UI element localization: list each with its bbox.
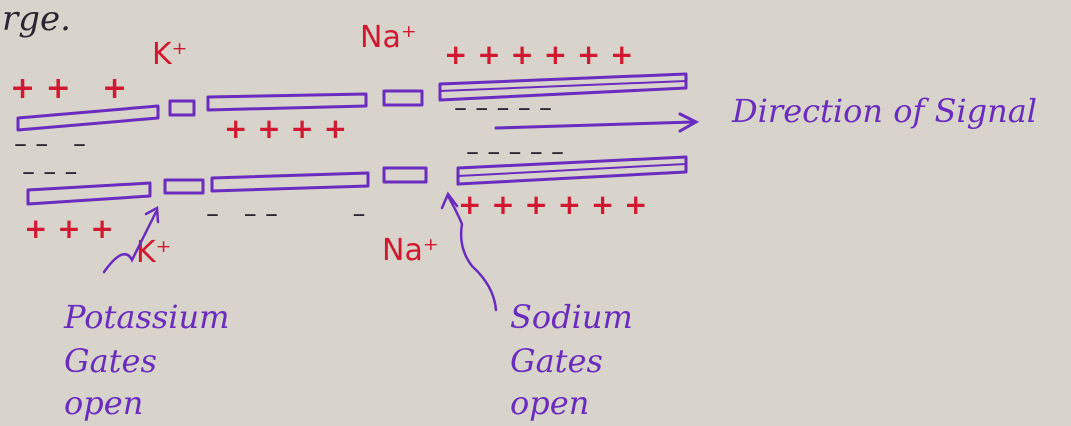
charge-bottom-left-inside: – – – <box>22 157 78 187</box>
sodium-caption-line-1: Sodium <box>510 298 633 336</box>
charge-bottom-left-outside: + + + <box>24 212 114 245</box>
charge-bottom-right-inside: – – – – – <box>466 137 564 167</box>
potassium-caption: Potassium Gates open <box>63 298 229 422</box>
potassium-caption-line-1: Potassium <box>63 298 229 336</box>
charge-bottom-right-outside: + + + + + + <box>458 188 648 221</box>
top-gate-potassium <box>168 99 196 117</box>
charge-top-right-inside: – – – – – <box>454 93 552 123</box>
ion-na-bottom: Na⁺ <box>382 233 439 268</box>
bottom-gate-sodium <box>382 166 428 184</box>
charge-top-left-outside: + + + <box>10 71 127 106</box>
heading-fragment: rge. <box>2 0 71 39</box>
sodium-caption: Sodium Gates open <box>510 298 633 422</box>
charge-bottom-mid-inside: – – – – <box>206 199 365 229</box>
top-membrane <box>16 72 688 132</box>
top-membrane-segment-3 <box>438 72 688 102</box>
potassium-pointer-arrow <box>102 205 160 274</box>
sodium-caption-line-2: Gates <box>510 342 603 380</box>
potassium-caption-line-2: Gates <box>64 342 157 380</box>
bottom-membrane-segment-2 <box>210 171 370 193</box>
sodium-caption-line-3: open <box>510 384 589 422</box>
sodium-pointer-arrow <box>440 191 498 312</box>
charge-top-left-inside: – – – <box>14 129 86 159</box>
potassium-caption-line-3: open <box>64 384 143 422</box>
bottom-membrane <box>26 155 688 206</box>
charge-top-right-outside: + + + + + + <box>444 38 634 71</box>
top-membrane-segment-1 <box>16 104 160 132</box>
bottom-membrane-segment-3 <box>456 155 688 186</box>
bottom-gate-potassium <box>163 178 205 195</box>
ion-na-top: Na⁺ <box>360 20 417 55</box>
ion-k-top: K⁺ <box>152 37 188 72</box>
direction-arrow <box>494 112 700 133</box>
top-gate-sodium <box>382 89 424 107</box>
top-membrane-segment-2 <box>206 92 368 112</box>
direction-label: Direction of Signal <box>731 92 1037 130</box>
bottom-membrane-segment-1 <box>26 181 152 206</box>
charge-top-mid-inside: + + + + <box>224 112 347 145</box>
